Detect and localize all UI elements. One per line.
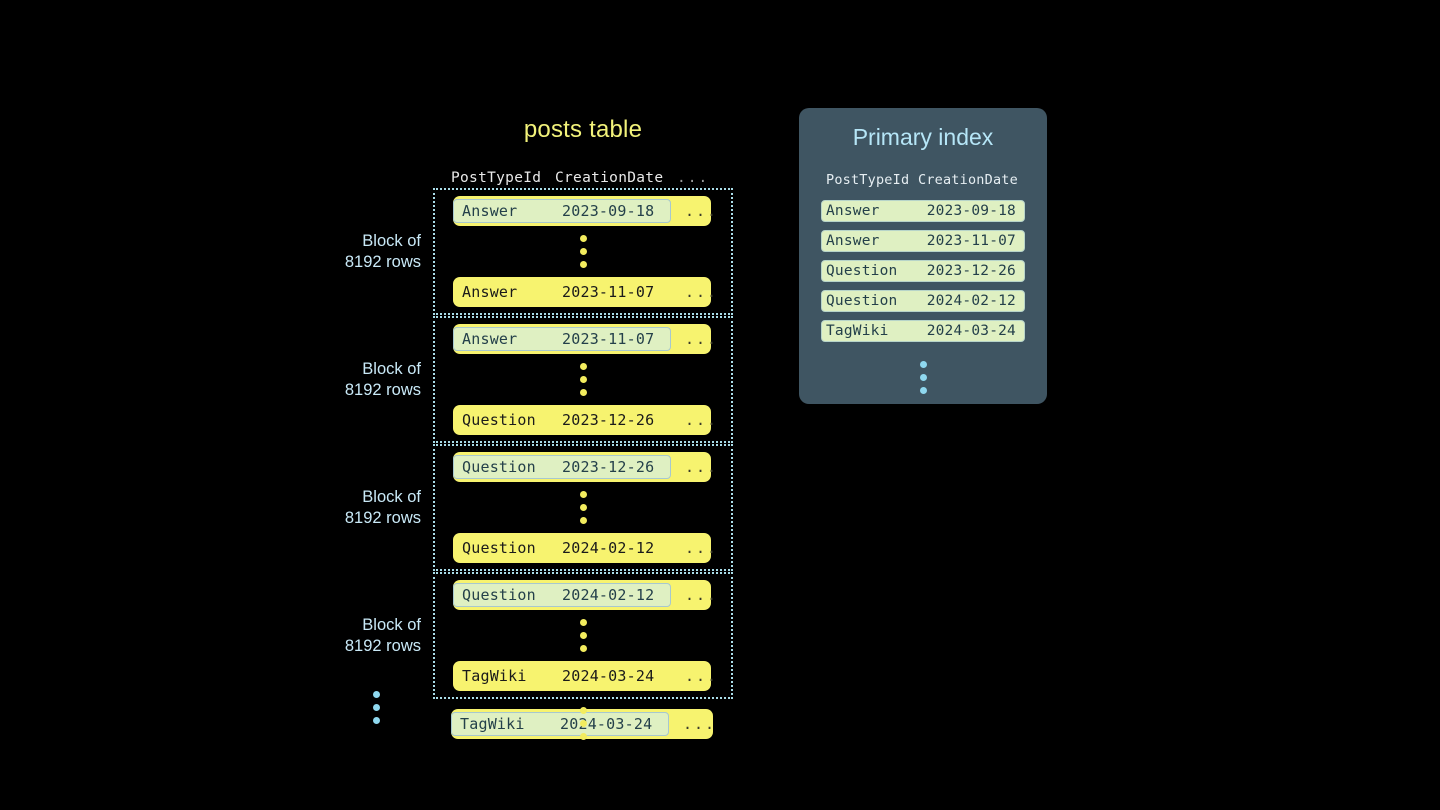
block-label: Block of 8192 rows — [345, 358, 421, 400]
cell-posttypeid: Question — [462, 586, 536, 604]
cell-creationdate: 2023-11-07 — [926, 233, 1016, 249]
block-label: Block of 8192 rows — [345, 614, 421, 656]
block-label-line1: Block of — [362, 359, 421, 378]
cell-ellipsis: ... — [685, 202, 719, 220]
rows-ellipsis-icon — [435, 354, 731, 405]
rows-ellipsis-icon — [435, 482, 731, 533]
cell-posttypeid: Answer — [462, 202, 518, 220]
cell-ellipsis: ... — [683, 715, 717, 733]
cell-posttypeid: Answer — [462, 283, 518, 301]
cell-ellipsis: ... — [685, 330, 719, 348]
blocks-continue-ellipsis-icon — [352, 682, 400, 733]
row-key-cells: Answer 2023-11-07 — [453, 280, 671, 304]
cell-ellipsis: ... — [685, 667, 719, 685]
cell-posttypeid: Answer — [462, 330, 518, 348]
table-row: Answer 2023-11-07 ... — [453, 324, 716, 354]
table-row: TagWiki 2024-03-24 ... — [451, 709, 717, 739]
cell-ellipsis: ... — [685, 458, 719, 476]
index-entry-row: Question 2023-12-26 — [821, 260, 1025, 282]
row-key-cells: Question 2023-12-26 — [453, 408, 671, 432]
cell-posttypeid: TagWiki — [460, 715, 525, 733]
cell-creationdate: 2023-12-26 — [562, 411, 655, 429]
block-label-line2: 8192 rows — [344, 508, 421, 527]
block-group: Block of 8192 rows Answer 2023-09-18 ...… — [345, 188, 733, 315]
row-key-cells: Question 2023-12-26 — [453, 455, 671, 479]
posts-table-title: posts table — [523, 116, 643, 143]
primary-index-panel: Primary index PostTypeId CreationDate An… — [799, 108, 1047, 404]
block-label-line1: Block of — [362, 615, 421, 634]
posts-table-column-headers: PostTypeId CreationDate ... — [433, 144, 733, 186]
table-row: Answer 2023-09-18 ... — [453, 196, 716, 226]
cell-ellipsis: ... — [685, 539, 719, 557]
index-entry-row: Question 2024-02-12 — [821, 290, 1025, 312]
row-key-cells: TagWiki 2024-03-24 — [453, 664, 671, 688]
row-key-cells: TagWiki 2024-03-24 — [451, 712, 669, 736]
column-header-ellipsis: ... — [677, 170, 710, 186]
cell-posttypeid: Answer — [826, 233, 880, 249]
index-continues-ellipsis-icon — [821, 350, 1025, 403]
block-label-line1: Block of — [362, 231, 421, 250]
cell-posttypeid: Question — [462, 539, 536, 557]
block-label-line1: Block of — [362, 487, 421, 506]
block-label: Block of 8192 rows — [345, 230, 421, 272]
block-label: Block of 8192 rows — [345, 486, 421, 528]
rows-ellipsis-icon — [435, 226, 731, 277]
block-group: Block of 8192 rows Question 2023-12-26 .… — [345, 444, 733, 571]
cell-creationdate: 2024-03-24 — [926, 323, 1016, 339]
table-row: Question 2023-12-26 ... — [453, 405, 716, 435]
block-label-line2: 8192 rows — [344, 380, 421, 399]
table-row: Question 2024-02-12 ... — [453, 533, 716, 563]
row-key-cells: Answer 2023-11-07 — [453, 327, 671, 351]
cell-posttypeid: TagWiki — [462, 667, 527, 685]
block-group: Block of 8192 rows Answer 2023-11-07 ...… — [345, 316, 733, 443]
table-row: Answer 2023-11-07 ... — [453, 277, 716, 307]
block-label-line2: 8192 rows — [344, 636, 421, 655]
cell-posttypeid: Answer — [826, 203, 880, 219]
cell-ellipsis: ... — [685, 283, 719, 301]
cell-ellipsis: ... — [685, 411, 719, 429]
table-row: Question 2024-02-12 ... — [453, 580, 716, 610]
cell-creationdate: 2024-03-24 — [562, 667, 655, 685]
cell-creationdate: 2024-02-12 — [562, 586, 655, 604]
cell-creationdate: 2024-03-24 — [560, 715, 653, 733]
table-continues-ellipsis-icon — [433, 698, 733, 749]
index-entry-row: TagWiki 2024-03-24 — [821, 320, 1025, 342]
index-entry-row: Answer 2023-09-18 — [821, 200, 1025, 222]
column-header-posttypeid: PostTypeId — [826, 172, 910, 188]
cell-creationdate: 2024-02-12 — [926, 293, 1016, 309]
cell-posttypeid: Question — [826, 263, 898, 279]
cell-posttypeid: Question — [826, 293, 898, 309]
column-header-creationdate: CreationDate — [918, 172, 1018, 188]
cell-creationdate: 2023-11-07 — [562, 283, 655, 301]
cell-creationdate: 2023-11-07 — [562, 330, 655, 348]
cell-creationdate: 2023-12-26 — [562, 458, 655, 476]
row-key-cells: Answer 2023-09-18 — [453, 199, 671, 223]
table-row: TagWiki 2024-03-24 ... — [453, 661, 716, 691]
rows-ellipsis-icon — [435, 610, 731, 661]
posts-table-figure: posts table PostTypeId CreationDate ... … — [345, 116, 733, 739]
column-header-creationdate: CreationDate — [555, 170, 664, 186]
column-header-posttypeid: PostTypeId — [451, 170, 542, 186]
cell-creationdate: 2023-09-18 — [562, 202, 655, 220]
cell-creationdate: 2023-12-26 — [926, 263, 1016, 279]
cell-posttypeid: Question — [462, 458, 536, 476]
row-key-cells: Question 2024-02-12 — [453, 583, 671, 607]
block-label-line2: 8192 rows — [344, 252, 421, 271]
cell-creationdate: 2024-02-12 — [562, 539, 655, 557]
cell-posttypeid: TagWiki — [826, 323, 889, 339]
primary-index-title: Primary index — [852, 124, 994, 150]
table-row: Question 2023-12-26 ... — [453, 452, 716, 482]
row-key-cells: Question 2024-02-12 — [453, 536, 671, 560]
cell-ellipsis: ... — [685, 586, 719, 604]
index-entry-row: Answer 2023-11-07 — [821, 230, 1025, 252]
block-group: Block of 8192 rows Question 2024-02-12 .… — [345, 572, 733, 699]
cell-creationdate: 2023-09-18 — [926, 203, 1016, 219]
primary-index-column-headers: PostTypeId CreationDate — [821, 149, 1025, 200]
cell-posttypeid: Question — [462, 411, 536, 429]
